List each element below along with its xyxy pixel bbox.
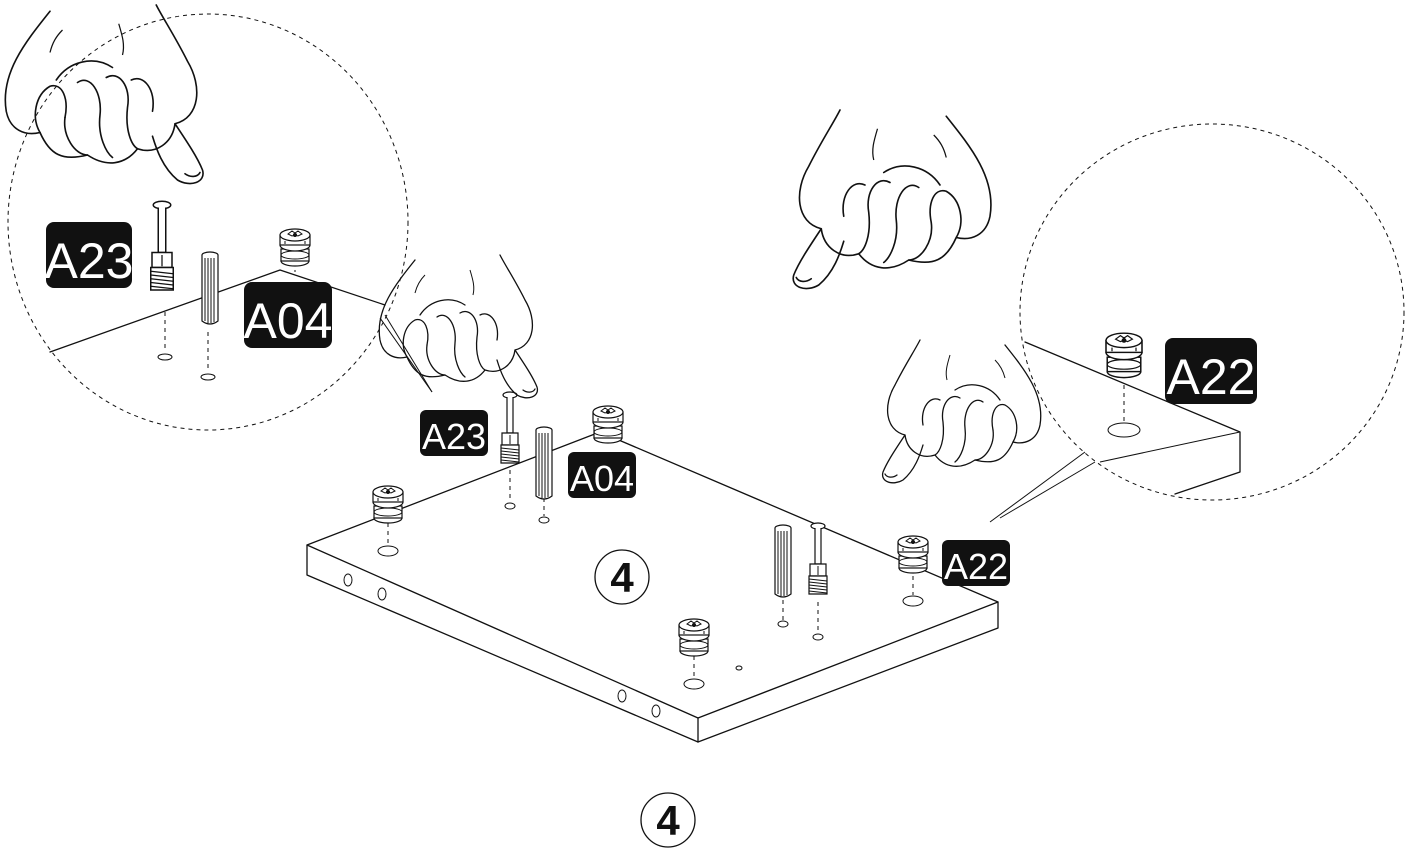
cam-bolt-icon [500,391,520,464]
panel-number-marker: 4 [594,549,650,605]
wood-dowel-icon [774,524,792,598]
cam-lock-icon [279,228,311,267]
part-label-text: A04 [244,293,333,349]
cam-bolt-icon [150,200,174,291]
hand-icon [4,4,204,185]
part-label-a23-detail: A23 [45,222,134,289]
part-label-a04: A04 [568,452,636,499]
cam-bolt-icon [808,522,828,595]
hand-icon [378,254,539,399]
hand-icon [881,339,1042,484]
cam-lock-icon [592,405,624,444]
panel-number-text: 4 [610,554,634,601]
cam-lock-icon [678,618,710,657]
board-panel [306,431,999,743]
part-label-a23: A23 [420,410,488,457]
cam-lock-icon [1105,332,1143,379]
part-label-text: A22 [944,546,1008,587]
detail-circle-right [989,123,1405,523]
part-label-a22: A22 [942,540,1010,587]
wood-dowel-icon [201,251,219,325]
hand-icon [792,109,992,290]
part-label-text: A22 [1167,349,1256,405]
wood-dowel-icon [535,426,553,500]
part-label-text: A23 [422,416,486,457]
cam-lock-icon [897,535,929,574]
cam-lock-icon [372,485,404,524]
step-number-text: 4 [656,797,680,844]
part-label-text: A04 [570,458,634,499]
step-number-marker: 4 [640,792,696,848]
part-label-text: A23 [45,233,134,289]
part-label-a22-detail: A22 [1165,338,1257,405]
part-label-a04-detail: A04 [244,282,333,349]
